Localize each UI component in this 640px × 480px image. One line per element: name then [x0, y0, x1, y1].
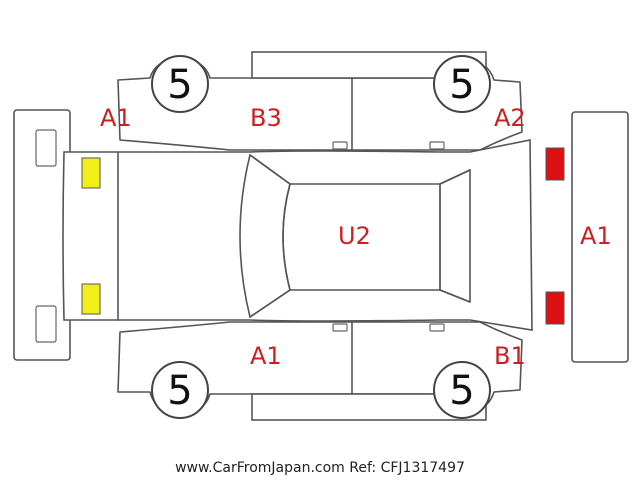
front-lamp-top — [81, 157, 101, 189]
tire-front-right-number: 5 — [449, 62, 474, 108]
footer-reference: www.CarFromJapan.com Ref: CFJ1317497 — [175, 460, 465, 476]
rear-lamp-bottom — [545, 291, 565, 325]
damage-code-front-left-door-bottom: A1 — [250, 342, 282, 370]
tire-rear-right-number: 5 — [449, 368, 474, 414]
damage-code-roof: U2 — [338, 222, 371, 250]
damage-code-rear-bumper: A1 — [580, 222, 612, 250]
car-body-top-view — [62, 139, 533, 331]
tire-rear-left: 5 — [151, 361, 209, 419]
damage-code-front-right-fender: A2 — [494, 104, 526, 132]
damage-code-front-left-fender: A1 — [100, 104, 132, 132]
damage-code-rear-right-quarter: B1 — [494, 342, 526, 370]
rear-bumper — [571, 111, 629, 363]
tire-front-right: 5 — [433, 55, 491, 113]
rear-lamp-top — [545, 147, 565, 181]
tire-front-left-number: 5 — [167, 62, 192, 108]
front-lamp-bottom — [81, 283, 101, 315]
tire-front-left: 5 — [151, 55, 209, 113]
tire-rear-left-number: 5 — [167, 368, 192, 414]
tire-rear-right: 5 — [433, 361, 491, 419]
front-bumper — [13, 109, 71, 361]
damage-code-front-left-door-top: B3 — [250, 104, 282, 132]
